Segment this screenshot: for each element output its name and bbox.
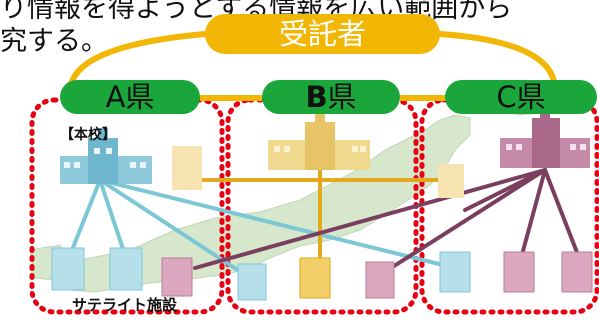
prefecture-b-suffix: 県 [327, 80, 357, 114]
prefecture-a-pill: A県 [60, 80, 200, 114]
prefecture-b-pill: B県 [262, 80, 400, 114]
school-b-icon [268, 112, 370, 170]
school-a-icon [60, 128, 152, 184]
prefecture-c-pill: C県 [445, 80, 597, 114]
facility-a-pale-icon [172, 146, 202, 190]
prefecture-a-label: A県 [105, 80, 155, 114]
prefecture-b-prefix: B [305, 80, 328, 114]
contractor-badge: 受託者 [205, 14, 440, 54]
prefecture-c-label: C県 [496, 80, 546, 114]
facility-b-pale-icon [438, 164, 464, 198]
links-c [193, 168, 580, 277]
school-c-icon [500, 108, 590, 168]
header-line-2: 究する。 [0, 26, 108, 57]
satellite-label: サテライト施設 [72, 296, 178, 314]
satellite-facilities [51, 247, 593, 301]
links-b [178, 166, 457, 264]
main-school-label: 【本校】 [60, 127, 116, 143]
